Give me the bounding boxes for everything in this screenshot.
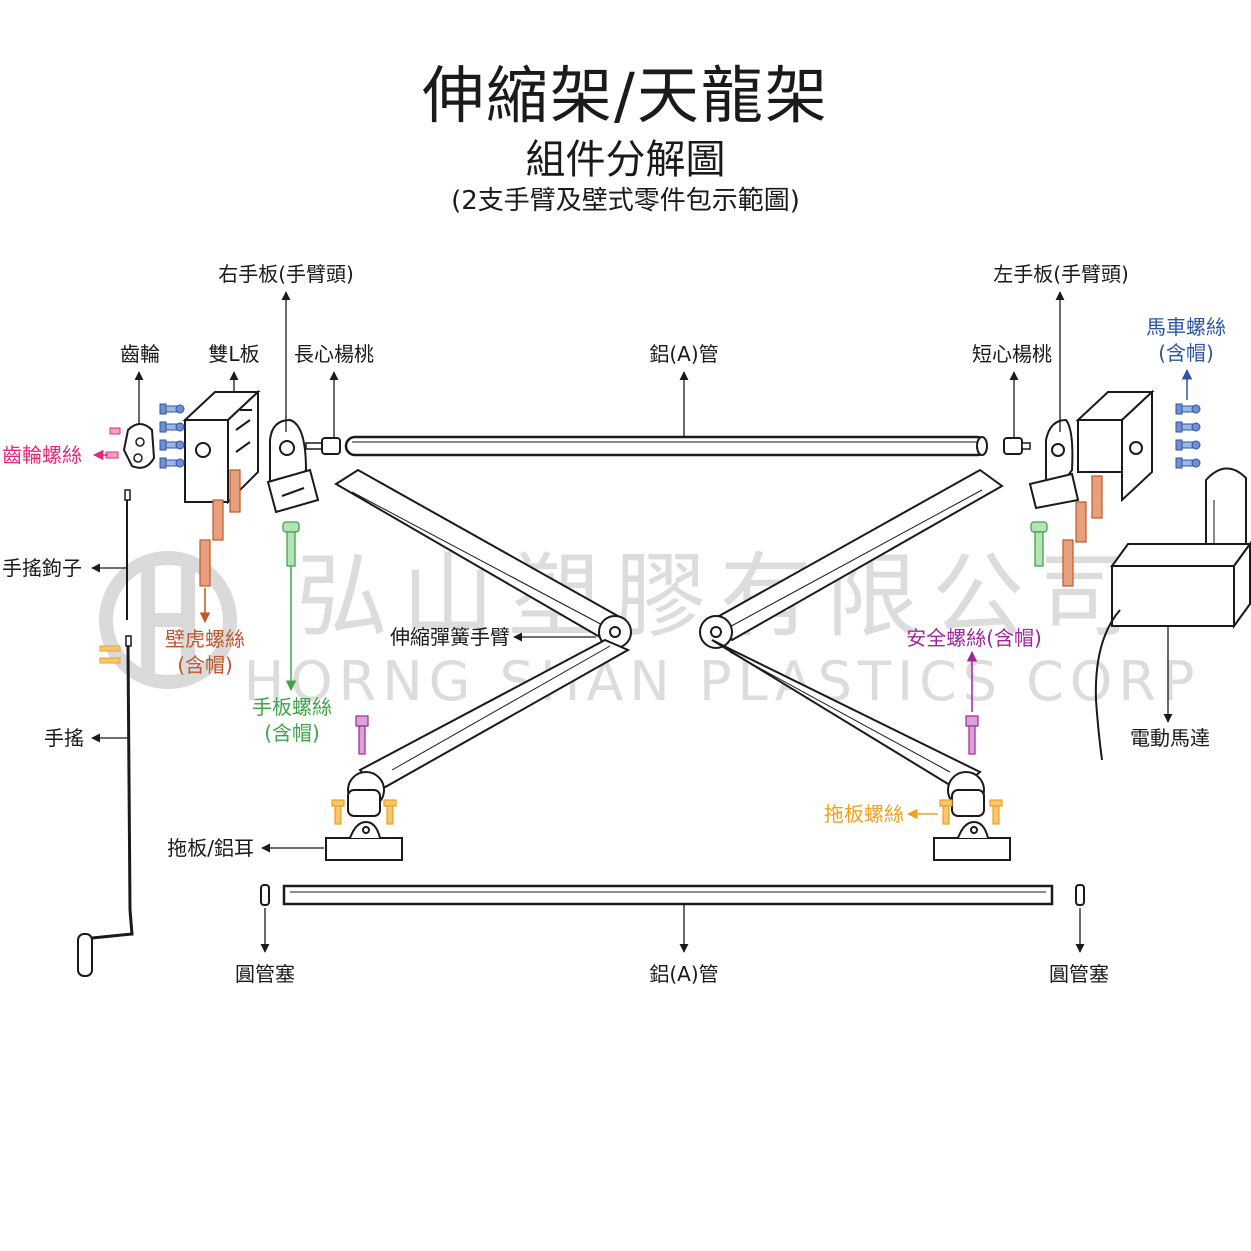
wall-anchors-left [199, 469, 241, 587]
label-short-core-peg: 短心楊桃 [972, 342, 1052, 366]
label-left-hand-plate: 左手板(手臂頭) [993, 262, 1129, 286]
gear-screws [105, 427, 121, 459]
top-aluminum-tube [344, 435, 988, 457]
label-plate-screw: 手板螺絲 (含帽) [252, 694, 332, 746]
carriage-bolts-left [159, 403, 185, 469]
electric-motor [1094, 467, 1251, 761]
crank-part [77, 635, 134, 977]
plate-screw-right [1030, 521, 1048, 567]
spring-arm-left [334, 468, 632, 817]
label-gear-screw: 齒輪螺絲 [2, 443, 82, 467]
watermark-logo-icon [99, 551, 237, 689]
label-top-tube: 鋁(A)管 [649, 342, 719, 366]
crank-screws [99, 645, 121, 664]
label-wall-anchor-line2: (含帽) [177, 653, 233, 677]
tube-plug-left-part [260, 884, 270, 906]
label-plate-screw-line1: 手板螺絲 [252, 695, 332, 719]
drag-plate-screws-left [331, 799, 397, 825]
label-double-l-plate: 雙L板 [208, 342, 260, 366]
left-hand-plate [1028, 418, 1080, 510]
label-carriage-screw: 馬車螺絲 (含帽) [1146, 314, 1226, 366]
label-right-hand-plate: 右手板(手臂頭) [218, 262, 354, 286]
label-spring-arm: 伸縮彈簧手臂 [390, 625, 510, 649]
carriage-bolts-right [1175, 403, 1201, 469]
safety-screw-left [355, 715, 369, 755]
label-safety-screw: 安全螺絲(含帽) [906, 626, 1042, 650]
label-tube-plug-left: 圓管塞 [235, 962, 295, 986]
label-bottom-tube: 鋁(A)管 [649, 962, 719, 986]
label-tube-plug-right: 圓管塞 [1049, 962, 1109, 986]
page-subtitle: 組件分解圖 [525, 137, 726, 183]
label-long-core-peg: 長心楊桃 [294, 342, 374, 366]
label-crank-hook: 手搖鉤子 [2, 556, 82, 580]
leader-lines [91, 291, 1173, 953]
label-carriage-screw-line1: 馬車螺絲 [1146, 315, 1226, 339]
right-hand-plate [266, 418, 320, 514]
double-l-plate-right [1075, 389, 1155, 503]
long-core-peg [305, 437, 341, 455]
label-drag-plate: 拖板/鋁耳 [167, 836, 254, 860]
watermark-company-en: HORNG SHAN PLASTICS CORP [244, 650, 1201, 713]
page-note: (2支手臂及壁式零件包示範圖) [451, 186, 800, 216]
gear-part [122, 423, 156, 469]
label-crank: 手搖 [44, 726, 84, 750]
label-wall-anchor-line1: 壁虎螺絲 [165, 627, 245, 651]
drag-plate-screws-right [939, 799, 1003, 825]
wall-anchors-right [1062, 475, 1103, 587]
crank-hook-part [124, 489, 131, 620]
label-carriage-screw-line2: (含帽) [1158, 341, 1214, 365]
title-block: 伸縮架/天龍架 組件分解圖 (2支手臂及壁式零件包示範圖) [0, 58, 1251, 218]
drag-plate-right [933, 820, 1011, 861]
label-plate-screw-line2: (含帽) [264, 721, 320, 745]
label-gear: 齒輪 [120, 342, 160, 366]
short-core-peg [1003, 437, 1031, 455]
double-l-plate-left [182, 389, 261, 505]
label-motor: 電動馬達 [1130, 726, 1210, 750]
safety-screw-right [965, 715, 979, 755]
spring-arm-right [699, 468, 1004, 817]
drag-plate-left [325, 820, 403, 861]
page-title: 伸縮架/天龍架 [422, 59, 829, 132]
bottom-aluminum-tube [282, 884, 1054, 906]
label-drag-plate-screw: 拖板螺絲 [824, 802, 904, 826]
tube-plug-right-part [1075, 884, 1085, 906]
label-wall-anchor-screw: 壁虎螺絲 (含帽) [165, 626, 245, 678]
